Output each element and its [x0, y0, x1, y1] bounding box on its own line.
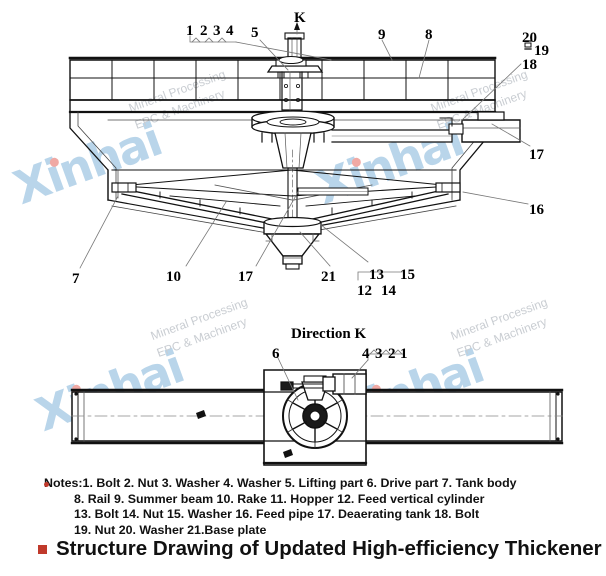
drive-part-hub	[251, 110, 335, 169]
direction-k-plan-view	[70, 349, 564, 466]
bolt-nut-washer-stack-detail	[524, 40, 532, 50]
callout-2: 2	[200, 23, 208, 39]
callout-5: 5	[251, 25, 259, 41]
drive-gear-wheel	[282, 383, 348, 449]
leader-brace-ticks	[191, 37, 227, 43]
callout-k-6: 6	[272, 346, 280, 362]
callout-3: 3	[213, 23, 221, 39]
callout-14: 14	[381, 283, 396, 299]
page-title: Structure Drawing of Updated High-effici…	[56, 537, 602, 560]
notes-line-3: 13. Bolt 14. Nut 15. Washer 16. Feed pip…	[74, 507, 480, 522]
callout-19: 19	[534, 43, 549, 59]
callout-20: 20	[522, 30, 537, 46]
callout-k-direction: K	[294, 10, 306, 26]
callout-k-4: 4	[362, 346, 370, 362]
notes-bullet-icon	[44, 482, 49, 487]
motor-gearbox-block	[280, 373, 367, 395]
bolt-markers	[196, 410, 293, 458]
lifting-part-assembly	[266, 32, 324, 111]
callout-18: 18	[522, 57, 537, 73]
notes-line-1: Notes:1. Bolt 2. Nut 3. Washer 4. Washer…	[44, 476, 517, 490]
callout-4: 4	[226, 23, 234, 39]
callout-13: 13	[369, 267, 384, 283]
callout-8: 8	[425, 27, 433, 43]
title-bullet-icon	[38, 544, 47, 554]
callout-15: 15	[400, 267, 415, 283]
callout-k-2: 2	[388, 346, 396, 362]
callout-21: 21	[321, 269, 336, 285]
figure-title-row: Structure Drawing of Updated High-effici…	[38, 537, 602, 561]
notes-line-2: 8. Rail 9. Summer beam 10. Rake 11. Hopp…	[74, 491, 485, 506]
callout-16: 16	[529, 202, 544, 218]
notes-line-4: 19. Nut 20. Washer 21.Base plate	[74, 522, 267, 537]
deaerating-tank-left	[297, 187, 369, 196]
hopper-and-base-plate	[263, 216, 322, 270]
thickener-elevation-section	[68, 22, 532, 281]
callout-1: 1	[186, 23, 194, 39]
notes-block: Notes:1. Bolt 2. Nut 3. Washer 4. Washer…	[44, 476, 564, 538]
leader-lines-main	[79, 23, 531, 281]
callout-12: 12	[357, 283, 372, 299]
callout-9: 9	[378, 27, 386, 43]
callout-17-left: 17	[238, 269, 253, 285]
direction-k-arrow	[294, 22, 300, 30]
callout-10: 10	[166, 269, 181, 285]
direction-k-heading: Direction K	[291, 326, 367, 342]
feed-pipe-and-deaerating-tank-right	[331, 111, 521, 143]
leader-lines-k	[277, 353, 405, 401]
callout-17-right: 17	[529, 147, 544, 163]
callout-7: 7	[72, 271, 80, 287]
leader-brace-ticks-k	[369, 349, 403, 355]
callout-k-1: 1	[400, 346, 408, 362]
callout-k-3: 3	[375, 346, 383, 362]
